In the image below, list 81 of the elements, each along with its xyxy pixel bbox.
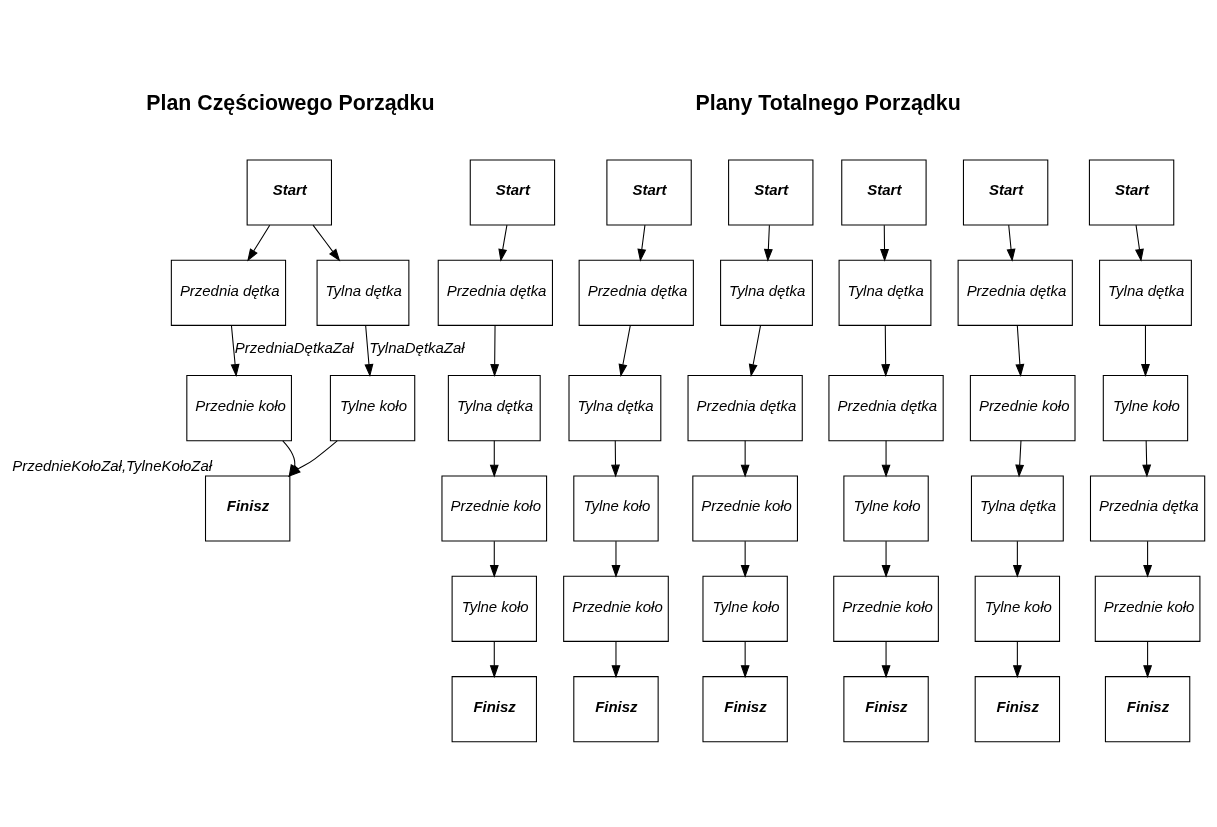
arrow: [880, 224, 889, 262]
arrow: [618, 324, 631, 377]
node-box: Tylna dętka: [1099, 259, 1192, 326]
label: Plany Totalnego Porządku: [695, 90, 961, 115]
arrow: [611, 540, 621, 578]
arrow: [312, 224, 341, 261]
node-box: Finisz: [843, 675, 929, 742]
node-box: Przednia dętka: [578, 259, 694, 326]
node-box: Przednia dętka: [170, 259, 287, 326]
node-box: Przednia dętka: [437, 259, 553, 326]
arrow: [611, 640, 621, 678]
arrow: [247, 224, 271, 262]
arrow: [1012, 540, 1022, 578]
node-box: Tylna dętka: [838, 259, 932, 326]
arrow: [1135, 224, 1144, 262]
arrow: [1015, 439, 1025, 477]
node-box: Finisz: [451, 675, 537, 742]
arrow: [1143, 640, 1153, 678]
node-box: Przednia dętka: [1089, 474, 1206, 542]
arrow: [1143, 540, 1153, 578]
node-box: Start: [728, 158, 814, 226]
node-box: Przednia dętka: [687, 374, 803, 441]
node-box: Tylne koło: [451, 575, 537, 642]
node-box: Tylne koło: [329, 374, 416, 441]
arrow: [498, 224, 508, 262]
node-box: Przednie koło: [441, 474, 548, 542]
node-box: Start: [606, 158, 692, 226]
node-box: Tylna dętka: [970, 474, 1064, 542]
arrow: [230, 324, 240, 377]
arrow: [881, 439, 891, 477]
arrow: [763, 224, 773, 262]
node-box: Tylna dętka: [720, 259, 813, 326]
node-box: Start: [962, 158, 1049, 226]
edge-label: TylnaDętkaZał: [369, 338, 465, 356]
node-box: Tylne koło: [573, 474, 659, 542]
arrow: [1006, 224, 1016, 262]
node-box: Start: [1088, 158, 1175, 226]
node-box: Przednie koło: [692, 474, 798, 542]
arrow: [748, 324, 762, 377]
arrow: [364, 324, 374, 377]
node-box: Przednie koło: [186, 374, 292, 441]
arrow: [1012, 640, 1022, 678]
node-box: Tylna dętka: [447, 374, 541, 441]
node-box: Finisz: [573, 675, 659, 742]
arrow: [489, 439, 499, 477]
arrow: [490, 324, 500, 377]
node-box: Start: [246, 158, 332, 226]
node-box: Finisz: [702, 675, 788, 742]
node-box: Start: [469, 158, 556, 226]
arrow: [1140, 324, 1150, 377]
arrow: [611, 439, 620, 477]
node-box: Przednie koło: [833, 575, 939, 642]
arrow: [881, 540, 891, 578]
node-box: Tylna dętka: [316, 259, 410, 326]
node-box: Tylne koło: [1102, 374, 1189, 441]
label: Plan Częściowego Porządku: [146, 90, 435, 115]
arrow: [489, 640, 499, 678]
node-box: Tylne koło: [974, 575, 1061, 642]
arrow: [1142, 439, 1152, 477]
node-box: Finisz: [204, 474, 291, 542]
node-box: Tylne koło: [702, 575, 788, 642]
node-box: Tylna dętka: [568, 374, 662, 441]
node-box: Przednie koło: [1094, 575, 1201, 642]
node-box: Tylne koło: [843, 474, 929, 542]
edge-label: PrzedniaDętkaZał: [234, 338, 354, 356]
node-box: Przednia dętka: [828, 374, 944, 441]
arrow: [881, 324, 891, 377]
arrow: [637, 224, 647, 262]
node-box: Finisz: [1104, 675, 1191, 742]
node-box: Przednie koło: [563, 575, 669, 642]
node-box: Finisz: [974, 675, 1061, 742]
arrow: [740, 540, 750, 578]
arrow: [1015, 324, 1025, 377]
arrow: [881, 640, 891, 678]
arrow: [740, 640, 750, 678]
node-box: Start: [841, 158, 927, 226]
node-box: Przednia dętka: [957, 259, 1073, 326]
node-box: Przednie koło: [969, 374, 1076, 441]
node-label: PrzednieKołoZał,TylneKołoZał: [12, 456, 213, 474]
arrow: [740, 439, 750, 477]
arrow: [489, 540, 499, 578]
